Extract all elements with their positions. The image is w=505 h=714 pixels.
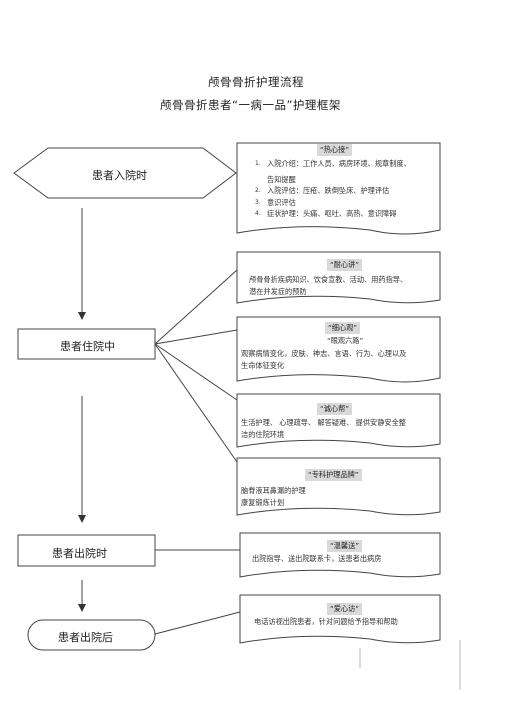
box-chengxinbang-shape (236, 393, 441, 448)
box-naixinjiang-line: 潜在并发症的预防 (249, 286, 307, 296)
box-wenxinsong: “温馨送” 出院指导、送出院联系卡，送患者出病房 (240, 533, 440, 577)
box-naixinjiang-tag: “耐心讲” (327, 259, 363, 271)
box-aixinfang-tag: “爱心访” (327, 603, 363, 615)
box-wenxinsong-shape (239, 532, 441, 578)
box-xixinguan-shape (236, 316, 441, 383)
box-xixinguan-tag: “细心观” (325, 322, 361, 334)
box-chengxinbang-line: 生活护理、 心理疏导、 解答疑难、 提供安静安全整 (241, 418, 406, 427)
box-zhuanke-line: 脑脊液耳鼻漏的护理 (241, 486, 306, 495)
page-subtitle: 颅骨骨折患者“一病一品”护理框架 (160, 98, 341, 112)
post-discharge-shape (27, 619, 156, 651)
box-rexinjie-item: 2.入院评估：压疮、跌倒坠床、护理评估 (255, 186, 390, 195)
box-chengxinbang-line: 洁的住院环境 (241, 429, 285, 439)
page-title: 颅骨骨折护理流程 (208, 75, 304, 89)
box-rexinjie: “热心接” 1.入院介绍：工作人员、病房环境、规章制度、 告知提醒 2.入院评估… (237, 143, 440, 233)
box-chengxinbang-tag: “诚心帮” (317, 403, 353, 415)
box-aixinfang-shape (239, 594, 441, 644)
box-rexinjie-item: 1.入院介绍：工作人员、病房环境、规章制度、 (255, 159, 411, 168)
box-zhuanke-shape (236, 457, 441, 516)
box-aixinfang-line: 电话访视出院患者，针对问题给予指导和帮助 (254, 617, 398, 626)
box-xixinguan: “细心观” “眼观六路” 观察病情变化，皮肤、神志、言语、行为、心理以及 生命体… (237, 317, 440, 379)
box-wenxinsong-tag: “温馨送” (327, 540, 363, 552)
stage-inpatient-label: 患者住院中 (60, 340, 115, 353)
box-rexinjie-item: 4.症状护理：头痛、呕吐、高热、意识障碍 (255, 209, 397, 218)
box-xixinguan-tag2: “眼观六路” (327, 336, 364, 345)
box-xixinguan-line: 生命体征变化 (241, 360, 285, 370)
stage-admission-label: 患者入院时 (92, 169, 147, 182)
box-rexinjie-item: 3.意识评估 (255, 197, 296, 207)
box-naixinjiang-line: 颅骨骨折疾病知识、饮食宣教、活动、用药指导、 (249, 275, 408, 284)
box-wenxinsong-line: 出院指导、送出院联系卡，送患者出病房 (252, 554, 382, 563)
stage-discharge-label: 患者出院时 (52, 547, 107, 560)
box-rexinjie-tag: “热心接” (317, 144, 353, 156)
box-xixinguan-line: 观察病情变化，皮肤、神志、言语、行为、心理以及 (241, 349, 407, 358)
box-zhuanke-line: 康复锻炼计划 (241, 497, 285, 507)
box-chengxinbang: “诚心帮” 生活护理、 心理疏导、 解答疑难、 提供安静安全整 洁的住院环境 (237, 394, 440, 446)
box-zhuanke: “专科护理品牌” 脑脊液耳鼻漏的护理 康复锻炼计划 (237, 458, 440, 514)
box-naixinjiang-shape (236, 251, 441, 304)
box-zhuanke-tag: “专科护理品牌” (305, 469, 362, 481)
box-naixinjiang: “耐心讲” 颅骨骨折疾病知识、饮食宣教、活动、用药指导、 潜在并发症的预防 (237, 252, 440, 302)
box-aixinfang: “爱心访” 电话访视出院患者，针对问题给予指导和帮助 (240, 595, 440, 643)
box-rexinjie-shape (236, 142, 441, 235)
box-rexinjie-item: 告知提醒 (267, 174, 296, 184)
stage-post-discharge-label: 患者出院后 (58, 631, 113, 644)
